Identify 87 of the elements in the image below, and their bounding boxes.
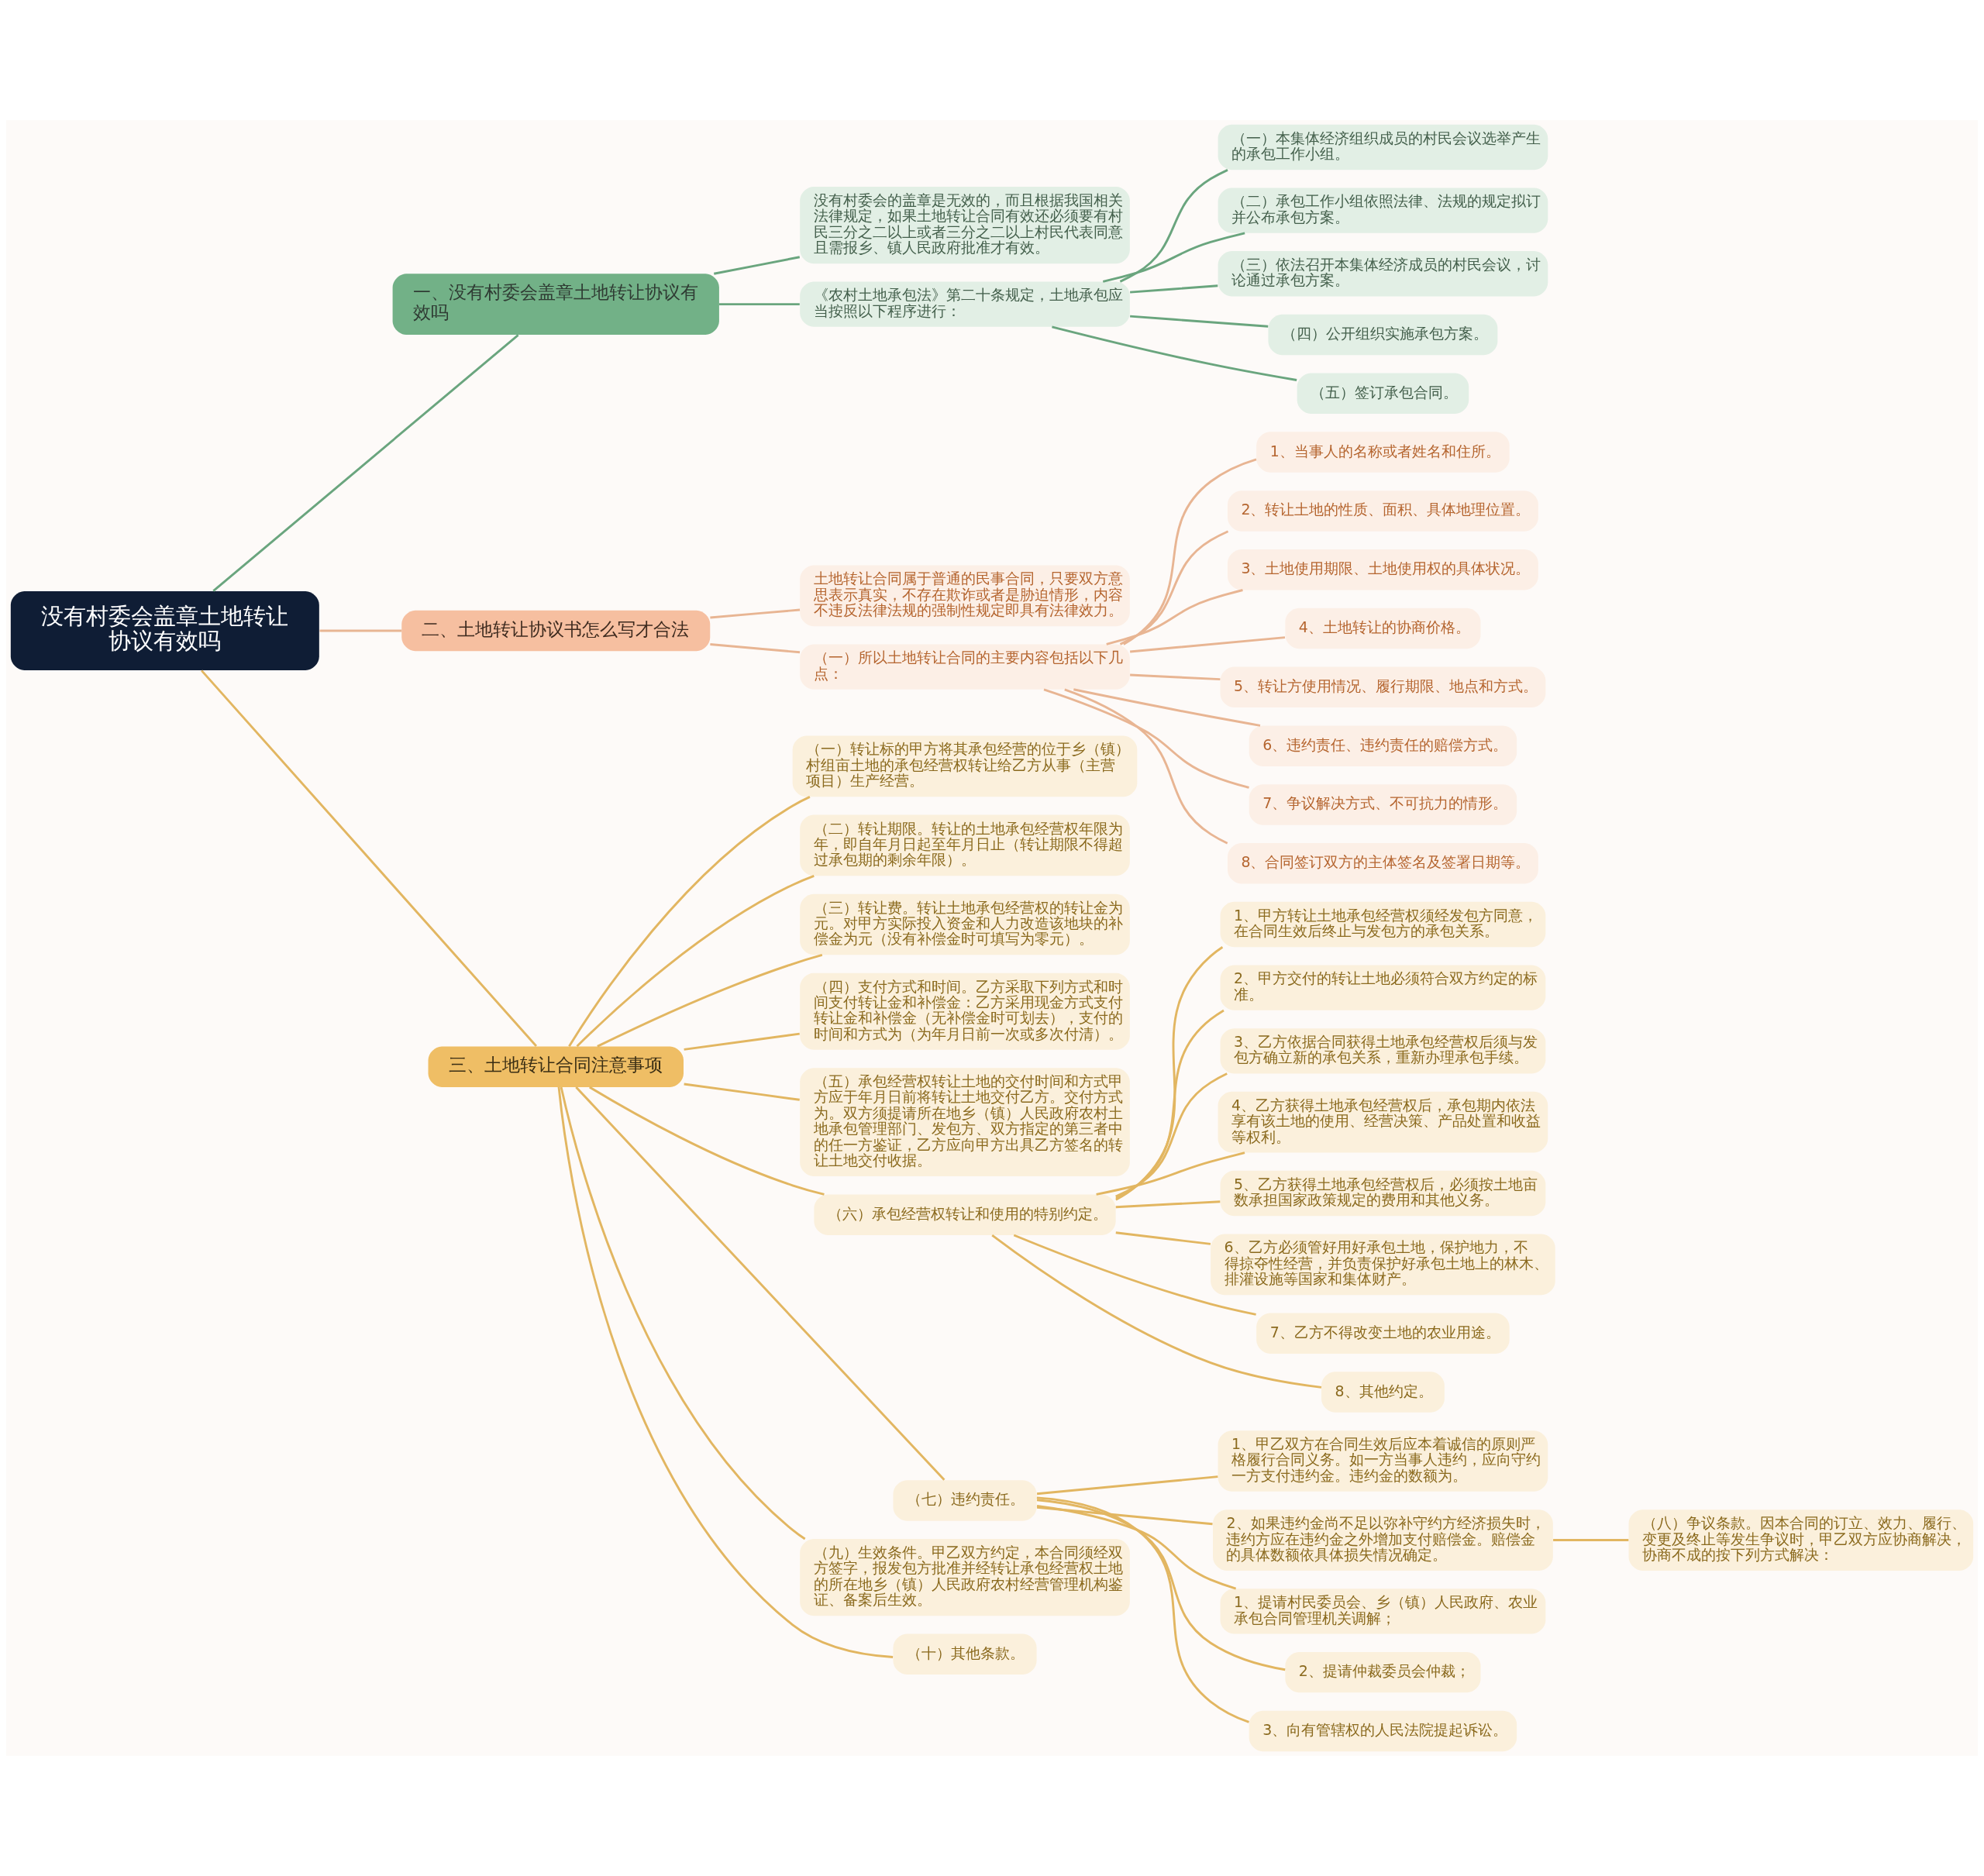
- node-box: （三）依法召开本集体经济成员的村民会议，讨论通过承包方案。: [1218, 251, 1548, 297]
- node-box: 3、土地使用期限、土地使用权的具体状况。: [1227, 549, 1538, 590]
- connector: [575, 1086, 946, 1481]
- connector: [1073, 688, 1261, 727]
- node-box: 3、乙方依据合同获得土地承包经营权后须与发包方确立新的承包关系，重新办理承包手续。: [1220, 1028, 1546, 1074]
- connector: [1036, 1506, 1213, 1526]
- connector: [1036, 1499, 1286, 1671]
- connector: [568, 796, 811, 1048]
- node-box: 8、其他约定。: [1321, 1372, 1445, 1413]
- node-box: （二）转让期限。转让的土地承包经营权年限为年，即自年月日起至年月日止（转让期限不得超过承包期的剩余年限）。: [800, 814, 1130, 876]
- connector: [1096, 1151, 1245, 1196]
- node-box: 没有村委会盖章土地转让协议有效吗: [10, 590, 319, 670]
- node-box: 一、没有村委会盖章土地转让协议有效吗: [392, 274, 719, 335]
- node-box: 没有村委会的盖章是无效的，而且根据我国相关法律规定，如果土地转让合同有效还必须要有村民三分之二以上或者三分之二以上村民代表同意且需报乡、镇人民政府批准才有效。: [800, 187, 1130, 264]
- connector: [201, 670, 538, 1047]
- connector: [713, 256, 801, 275]
- connector: [1115, 1231, 1211, 1245]
- connector: [1130, 315, 1269, 328]
- connector: [557, 1086, 894, 1658]
- node-box: 1、甲方转让土地承包经营权须经发包方同意，在合同生效后终止与发包方的承包关系。: [1220, 901, 1546, 948]
- connector: [1123, 458, 1257, 645]
- node-box: 土地转让合同属于普通的民事合同，只要双方意思表示真实，不存在欺诈或者是胁迫情形，内容不违反法律法规的强制性规定即具有法律效力。: [800, 565, 1130, 627]
- connector: [560, 1086, 806, 1540]
- node-box: 2、提请仲裁委员会仲裁；: [1285, 1651, 1481, 1693]
- connector: [1036, 1505, 1237, 1590]
- node-box: （一）本集体经济组织成员的村民会议选举产生的承包工作小组。: [1218, 124, 1548, 170]
- connector: [684, 1083, 800, 1101]
- connector: [1013, 1234, 1256, 1316]
- node-box: （八）争议条款。因本合同的订立、效力、履行、变更及终止等发生争议时，甲乙双方应协商解决，协商不成的按下列方式解决：: [1628, 1509, 1974, 1571]
- node-box: 《农村土地承包法》第二十条规定，土地承包应当按照以下程序进行：: [800, 281, 1130, 327]
- node-box: 2、甲方交付的转让土地必须符合双方约定的标准。: [1220, 965, 1546, 1010]
- node-box: 6、违约责任、违约责任的赔偿方式。: [1249, 725, 1517, 766]
- node-box: 5、转让方使用情况、履行期限、地点和方式。: [1220, 666, 1546, 708]
- connector: [1115, 945, 1224, 1201]
- node-box: 2、如果违约金尚不足以弥补守约方经济损失时，违约方应在违约金之外增加支付赔偿金。赔偿金的具体数额依具体损失情况确定。: [1213, 1509, 1553, 1571]
- connector: [319, 629, 402, 632]
- connector: [1052, 325, 1297, 381]
- node-box: 二、土地转让协议书怎么写才合法: [401, 610, 711, 652]
- connector: [589, 1086, 825, 1196]
- connector: [212, 334, 519, 592]
- connector: [1553, 1539, 1629, 1541]
- node-box: （一）转让标的甲方将其承包经营的位于乡（镇）村组亩土地的承包经营权转让给乙方从事（主营项目）生产经营。: [792, 735, 1138, 797]
- connector: [1130, 673, 1221, 681]
- connector: [710, 643, 801, 654]
- node-box: 8、合同签订双方的主体签名及签署日期等。: [1227, 843, 1538, 884]
- node-box: 三、土地转让合同注意事项: [428, 1046, 684, 1087]
- node-box: 3、向有管辖权的人民法院提起诉讼。: [1249, 1710, 1517, 1752]
- connector: [1119, 530, 1229, 645]
- connector: [576, 874, 815, 1048]
- node-box: （三）转让费。转让土地承包经营权的转让金为元。对甲方实际投入资金和人力改造该地块的补偿金为元（没有补偿金时可填写为零元）。: [800, 893, 1130, 955]
- connector: [719, 303, 800, 306]
- node-box: 1、甲乙双方在合同生效后应本着诚信的原则严格履行合同义务。如一方当事人违约，应向守约一方支付违约金。违约金的数额为。: [1218, 1430, 1548, 1492]
- node-box: （五）签订承包合同。: [1297, 373, 1469, 415]
- connector: [1043, 688, 1249, 789]
- node-box: 4、乙方获得土地承包经营权后，承包期内依法享有该土地的使用、经营决策、产品处置和收益等权利。: [1218, 1091, 1548, 1153]
- node-box: （四）支付方式和时间。乙方采取下列方式和时间支付转让金和补偿金：乙方采用现金方式支付转让金和补偿金（无补偿金时可划去），支付的时间和方式为（为年月日前一次或多次付清）。: [800, 972, 1130, 1050]
- node-box: 1、提请村民委员会、乡（镇）人民政府、农业承包合同管理机关调解；: [1220, 1589, 1546, 1634]
- node-box: （十）其他条款。: [893, 1633, 1037, 1675]
- node-box: （六）承包经营权转让和使用的特别约定。: [814, 1194, 1116, 1235]
- node-box: （一）所以土地转让合同的主要内容包括以下几点：: [800, 644, 1130, 690]
- node-box: 4、土地转让的协商价格。: [1285, 608, 1481, 649]
- node-box: 1、当事人的名称或者姓名和住所。: [1256, 432, 1510, 473]
- node-box: （二）承包工作小组依照法律、法规的规定拟订并公布承包方案。: [1218, 188, 1548, 233]
- node-box: （九）生效条件。甲乙双方约定，本合同须经双方签字，报发包方批准并经转让承包经营权土地的所在地乡（镇）人民政府农村经营管理机构鉴证、备案后生效。: [800, 1539, 1130, 1616]
- node-box: 5、乙方获得土地承包经营权后，必须按土地亩数承担国家政策规定的费用和其他义务。: [1220, 1170, 1546, 1217]
- connector: [597, 954, 823, 1048]
- connector: [1130, 636, 1286, 653]
- node-box: 7、乙方不得改变土地的农业用途。: [1256, 1313, 1510, 1354]
- node-box: 6、乙方必须管好用好承包土地，保护地力，不得掠夺性经营，并负责保护好承包土地上的林木、排灌设施等国家和集体财产。: [1211, 1234, 1555, 1296]
- connector: [684, 1032, 800, 1051]
- connector: [1106, 589, 1243, 645]
- connector: [1130, 284, 1218, 294]
- connector: [1115, 1009, 1224, 1200]
- connector: [1115, 1072, 1228, 1198]
- connector: [1119, 169, 1228, 283]
- connector: [1064, 688, 1228, 845]
- node-box: （七）违约责任。: [893, 1480, 1037, 1521]
- connector: [1036, 1496, 1249, 1723]
- connector: [710, 608, 801, 619]
- node-box: 2、转让土地的性质、面积、具体地理位置。: [1227, 491, 1538, 532]
- connector: [1036, 1475, 1218, 1496]
- connector: [991, 1234, 1322, 1389]
- node-box: 7、争议解决方式、不可抗力的情形。: [1249, 784, 1517, 825]
- connector: [1115, 1200, 1221, 1209]
- node-box: （四）公开组织实施承包方案。: [1268, 314, 1498, 356]
- node-box: （五）承包经营权转让土地的交付时间和方式甲方应于年月日前将转让土地交付乙方。交付方式为。双方须提请所在地乡（镇）人民政府农村土地承包管理部门、发包方、双方指定的第三者中的任一方鉴证，乙方应向甲方出具乙方签名的转让土地交付收据。: [800, 1068, 1130, 1177]
- connector: [1102, 232, 1245, 283]
